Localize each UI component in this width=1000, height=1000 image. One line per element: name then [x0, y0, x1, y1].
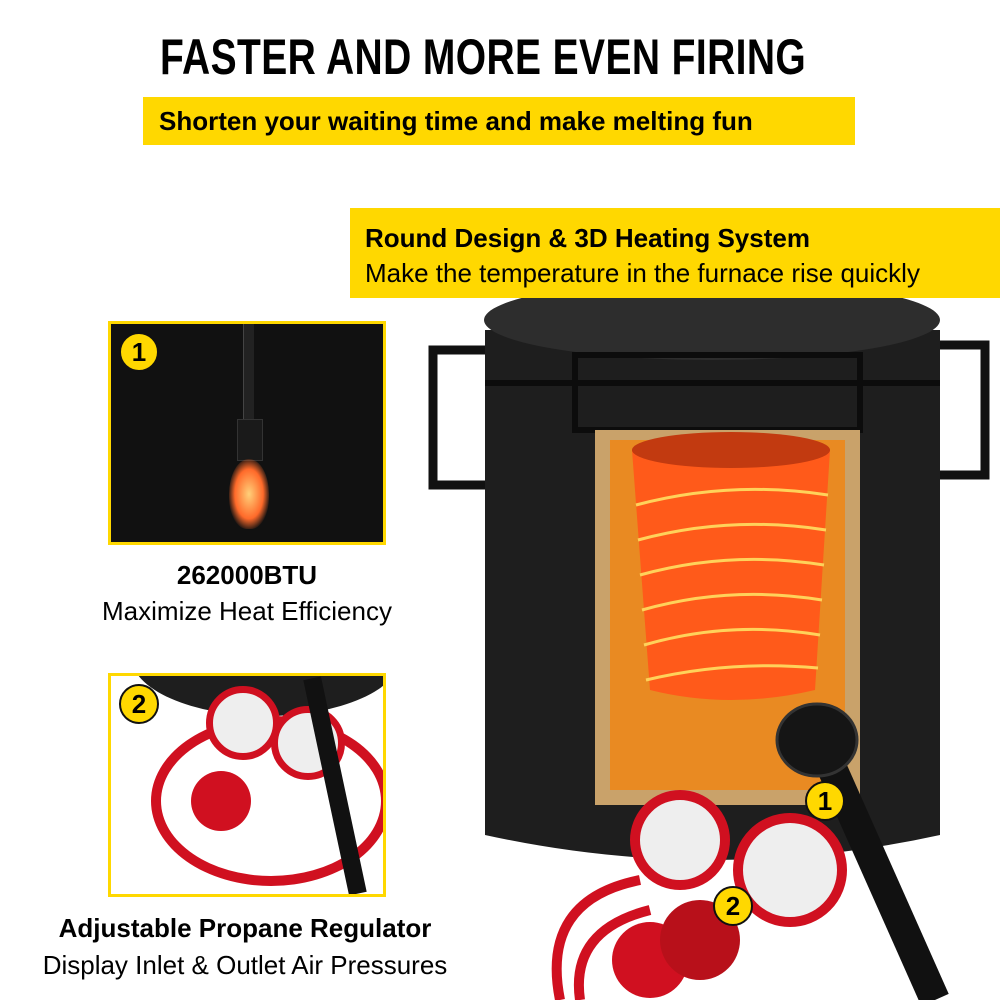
lid-band: [485, 380, 940, 386]
left-handle: [428, 345, 496, 490]
right-handle: [930, 340, 990, 480]
propane-hose: [551, 875, 652, 1000]
inset-badge: 2: [119, 684, 159, 724]
callout-badge-burner: 1: [805, 781, 845, 821]
crucible-rim: [632, 432, 830, 468]
feature-heading: Round Design & 3D Heating System: [365, 223, 810, 253]
burner-pipe: [801, 723, 949, 1000]
inset-1-heading: 262000BTU: [176, 560, 318, 590]
inset-1-text: Maximize Heat Efficiency: [102, 596, 392, 626]
feature-callout: Round Design & 3D Heating System Make th…: [350, 208, 1000, 298]
outlet-gauge: [733, 813, 847, 927]
subtitle: Shorten your waiting time and make melti…: [159, 106, 753, 136]
inset-badge: 1: [119, 332, 159, 372]
feature-text: Make the temperature in the furnace rise…: [365, 258, 920, 288]
crucible: [632, 435, 830, 700]
furnace-lid-top: [484, 280, 940, 360]
inset-2-text: Display Inlet & Outlet Air Pressures: [42, 950, 448, 980]
callout-badge-regulator: 2: [713, 886, 753, 926]
regulator-inset: 2: [108, 673, 386, 897]
burner-inlet: [775, 702, 859, 778]
flame: [229, 459, 269, 529]
heating-coils: [635, 487, 829, 682]
subtitle-banner: Shorten your waiting time and make melti…: [143, 97, 855, 145]
inset-2-heading: Adjustable Propane Regulator: [58, 913, 432, 943]
inlet-gauge: [630, 790, 730, 890]
burner-flame-inset: 1: [108, 321, 386, 545]
page-title: FASTER AND MORE EVEN FIRING: [160, 29, 807, 85]
